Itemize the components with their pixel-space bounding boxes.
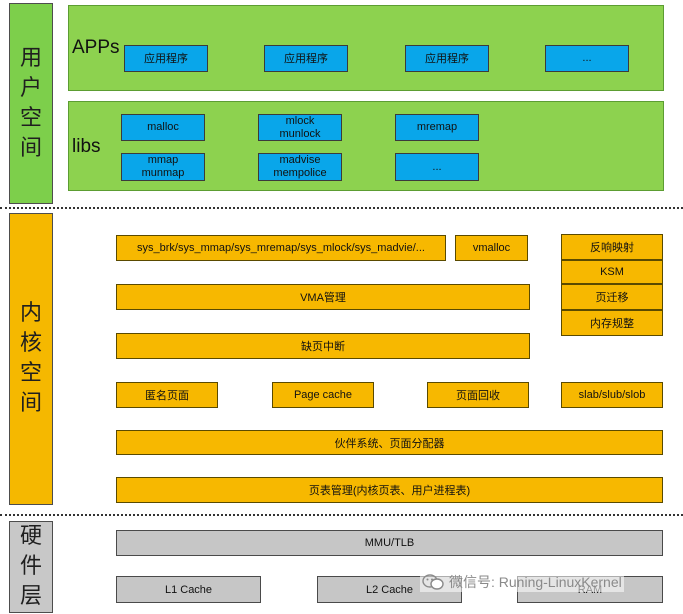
- divider-kernel-hardware: [0, 514, 683, 516]
- compaction-box: 内存规整: [561, 310, 663, 336]
- page-cache-box: Page cache: [272, 382, 374, 408]
- kernel-space-char: 核: [19, 331, 42, 356]
- vma-box: VMA管理: [116, 284, 530, 310]
- ksm-box: KSM: [561, 260, 663, 284]
- pagefault-box: 缺页中断: [116, 333, 530, 359]
- user-space-label: 用 户 空 间: [9, 3, 53, 204]
- wechat-icon: [422, 574, 444, 590]
- mmu-tlb-box: MMU/TLB: [116, 530, 663, 556]
- kernel-space-char: 空: [19, 361, 42, 386]
- kernel-space-label: 内 核 空 间: [9, 213, 53, 505]
- hardware-char: 硬: [19, 524, 42, 549]
- anon-page-box: 匿名页面: [116, 382, 218, 408]
- app-box: ...: [545, 45, 629, 72]
- app-box: 应用程序: [124, 45, 208, 72]
- buddy-box: 伙伴系统、页面分配器: [116, 430, 663, 455]
- migrate-box: 页迁移: [561, 284, 663, 310]
- user-space-char: 用: [19, 45, 42, 71]
- user-space-char: 空: [19, 105, 42, 131]
- vmalloc-box: vmalloc: [455, 235, 528, 261]
- lib-box-malloc: malloc: [121, 114, 205, 141]
- app-box: 应用程序: [264, 45, 348, 72]
- hardware-char: 件: [19, 554, 42, 579]
- hardware-label: 硬 件 层: [9, 521, 53, 613]
- reclaim-box: 页面回收: [427, 382, 529, 408]
- libs-label: libs: [72, 136, 101, 157]
- rmap-box: 反响映射: [561, 234, 663, 260]
- apps-label: APPs: [72, 37, 120, 58]
- slab-box: slab/slub/slob: [561, 382, 663, 408]
- lib-box-mmap: mmap munmap: [121, 153, 205, 181]
- lib-box-madvise: madvise mempolice: [258, 153, 342, 181]
- kernel-space-char: 间: [19, 391, 42, 416]
- app-box: 应用程序: [405, 45, 489, 72]
- l1-cache-box: L1 Cache: [116, 576, 261, 603]
- divider-user-kernel: [0, 207, 683, 209]
- watermark-text: 微信号: Runing-LinuxKernel: [449, 574, 622, 590]
- hardware-char: 层: [19, 584, 42, 609]
- lib-box-mremap: mremap: [395, 114, 479, 141]
- user-space-char: 间: [19, 135, 42, 161]
- user-space-char: 户: [19, 75, 42, 101]
- lib-box-more: ...: [395, 153, 479, 181]
- wechat-watermark: 微信号: Runing-LinuxKernel: [420, 572, 624, 592]
- syscalls-box: sys_brk/sys_mmap/sys_mremap/sys_mlock/sy…: [116, 235, 446, 261]
- pagetable-box: 页表管理(内核页表、用户进程表): [116, 477, 663, 503]
- lib-box-mlock: mlock munlock: [258, 114, 342, 141]
- kernel-space-char: 内: [19, 301, 42, 326]
